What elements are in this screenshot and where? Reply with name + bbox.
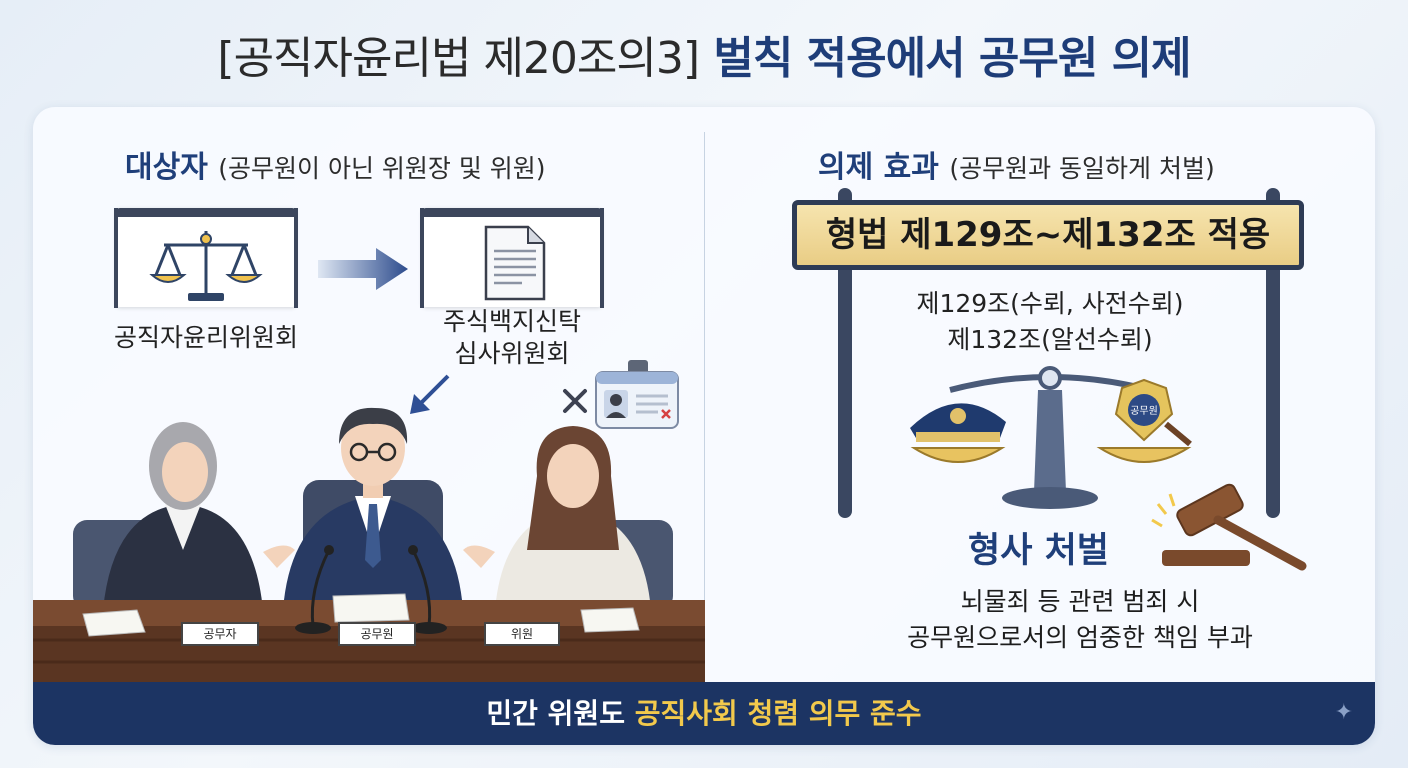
title-main: 벌칙 적용에서 공무원 의제 xyxy=(713,33,1191,84)
police-badge-icon: 공무원 xyxy=(1114,378,1174,442)
badge-label: 공무원 xyxy=(1130,405,1158,417)
board-ethics-label: 공직자윤리위원회 xyxy=(113,323,298,352)
footer-text-1: 민간 위원도 xyxy=(486,697,625,730)
effect-line2: 공무원으로서의 엄중한 책임 부과 xyxy=(907,623,1253,652)
footer-text-highlight: 공직사회 청렴 의무 준수 xyxy=(634,697,922,730)
articles-list: 제129조(수뢰, 사전수뢰) 제132조(알선수뢰) xyxy=(880,286,1220,358)
article-132: 제132조(알선수뢰) xyxy=(947,325,1153,354)
nameplate-right: 위원 xyxy=(484,622,560,646)
center-divider xyxy=(704,132,705,652)
nameplate-center: 공무원 xyxy=(338,622,416,646)
effect-line1: 뇌물죄 등 관련 범죄 시 xyxy=(960,587,1200,616)
page-title: [공직자윤리법 제20조의3] 벌칙 적용에서 공무원 의제 xyxy=(0,22,1408,86)
board-stock-trust-label: 주식백지신탁 심사위원회 xyxy=(402,306,622,370)
sign-post-left xyxy=(838,188,852,518)
arrow-down-left-icon xyxy=(410,374,450,414)
board-stock-trust-committee xyxy=(420,208,604,308)
scales-icon xyxy=(149,231,263,301)
criminal-law-sign: 형법 제129조~제132조 적용 xyxy=(792,200,1304,270)
balance-scale-illustration: 공무원 xyxy=(910,366,1192,509)
document-icon xyxy=(484,225,546,301)
id-card-icon xyxy=(595,360,679,429)
criminal-punishment-title: 형사 처벌 xyxy=(968,531,1109,571)
sparkle-icon: ✦ xyxy=(1334,700,1353,725)
nameplate-left: 공무자 xyxy=(181,622,259,646)
board-stock-trust-label-line1: 주식백지신탁 xyxy=(442,307,581,336)
board-stock-trust-label-line2: 심사위원회 xyxy=(454,339,570,368)
arrow-right-icon xyxy=(318,248,408,290)
cross-icon xyxy=(563,389,587,413)
board-ethics-committee xyxy=(114,208,298,308)
right-heading: 의제 효과 (공무원과 동일하게 처벌) xyxy=(818,142,1215,186)
footer-banner: 민간 위원도 공직사회 청렴 의무 준수 ✦ xyxy=(33,682,1375,745)
police-cap-icon xyxy=(910,403,1006,442)
effect-description: 뇌물죄 등 관련 범죄 시 공무원으로서의 엄중한 책임 부과 xyxy=(800,584,1360,656)
title-law-ref: [공직자윤리법 제20조의3] xyxy=(217,33,700,84)
sign-post-right xyxy=(1266,188,1280,518)
right-heading-sub: (공무원과 동일하게 처벌) xyxy=(949,154,1215,183)
left-heading: 대상자 (공무원이 아닌 위원장 및 위원) xyxy=(125,142,546,186)
left-heading-title: 대상자 xyxy=(125,150,208,185)
gavel-icon xyxy=(1151,483,1307,571)
article-129: 제129조(수뢰, 사전수뢰) xyxy=(916,289,1184,318)
left-heading-sub: (공무원이 아닌 위원장 및 위원) xyxy=(218,154,546,183)
right-heading-title: 의제 효과 xyxy=(818,150,939,185)
